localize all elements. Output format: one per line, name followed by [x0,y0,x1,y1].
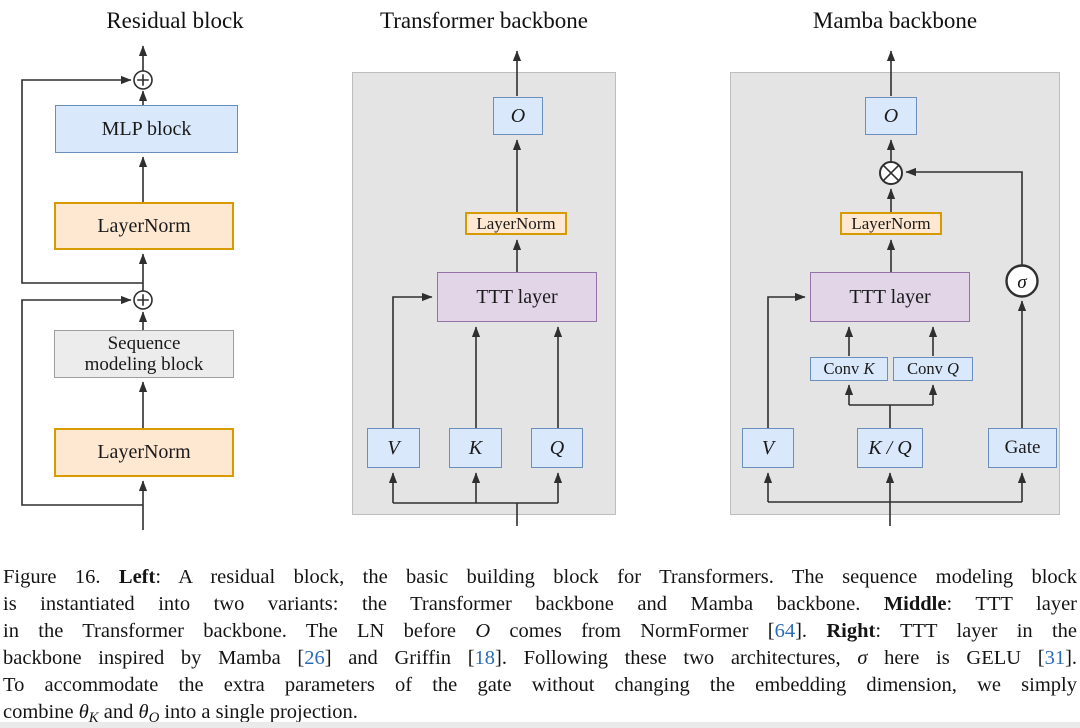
layernorm-box: LayerNorm [465,212,567,235]
transformer-connectors [388,50,563,526]
caption-line: in the Transformer backbone. The LN befo… [3,618,1077,645]
caption-line: To accommodate the extra parameters of t… [3,672,1077,699]
sigma-label: σ [1017,272,1027,293]
caption-segment: θ [138,701,149,723]
caption-segment: ]. [1065,647,1078,669]
citation-link[interactable]: 64 [774,620,796,642]
caption-segment: Figure 16. [3,566,119,588]
caption-segment: Right [826,620,876,642]
v-box: V [367,428,420,468]
caption-segment: : TTT layer in the [875,620,1078,642]
mlp-block-box: MLP block [55,105,238,153]
sequence-modeling-label: Sequence modeling block [84,332,204,375]
connector-layer: σ [21,45,1039,530]
add-icon [133,70,153,90]
gate-box: Gate [988,428,1057,468]
caption-line: is instantiated into two variants: the T… [3,591,1077,618]
layernorm-box: LayerNorm [54,202,234,250]
caption-segment: comes from NormFormer [ [490,620,775,642]
output-box: O [493,97,543,135]
figure-caption: Figure 16. Left: A residual block, the b… [3,564,1077,728]
caption-segment: Q [148,710,160,727]
residual-title: Residual block [106,8,244,33]
residual-connectors [21,45,153,530]
k-box: K [449,428,502,468]
caption-segment: θ [78,701,89,723]
conv-k-box: Conv K [810,357,888,381]
output-box: O [865,97,917,135]
ttt-layer-box: TTT layer [810,272,970,322]
citation-link[interactable]: 26 [304,647,325,669]
caption-segment: into a single projection. [159,701,358,723]
transformer-title: Transformer backbone [379,8,588,33]
caption-segment: backbone inspired by Mamba [ [3,647,305,669]
kq-box: K / Q [857,428,923,468]
caption-segment: here is GELU [ [867,647,1045,669]
caption-segment: is instantiated into two variants: the T… [3,593,884,615]
multiply-icon [879,161,903,185]
caption-segment: σ [857,647,868,669]
caption-segment: ] and Griffin [ [324,647,475,669]
caption-line: Figure 16. Left: A residual block, the b… [3,564,1077,591]
caption-segment: ]. Following these two architectures, [495,647,858,669]
caption-segment: combine [3,701,79,723]
caption-segment: and [98,701,139,723]
caption-segment: ]. [795,620,827,642]
layernorm-box: LayerNorm [54,428,234,477]
mamba-title: Mamba backbone [812,8,978,33]
caption-segment: Left [118,566,156,588]
sigma-gate-icon: σ [1005,264,1039,298]
caption-segment: Middle [883,593,947,615]
v-box: V [742,428,794,468]
caption-segment: : A residual block, the basic building b… [155,566,1077,588]
citation-link[interactable]: 18 [474,647,496,669]
ttt-layer-box: TTT layer [437,272,597,322]
caption-line: backbone inspired by Mamba [26] and Grif… [3,645,1077,672]
conv-q-box: Conv Q [893,357,973,381]
caption-segment: in the Transformer backbone. The LN befo… [3,620,476,642]
add-icon [133,290,153,310]
mamba-connectors: σ [763,50,1039,526]
caption-line: combine θK and θQ into a single projecti… [3,699,1077,728]
layernorm-box: LayerNorm [840,212,942,235]
page-edge-bar [0,722,1080,728]
q-box: Q [531,428,583,468]
caption-segment: O [475,620,491,642]
citation-link[interactable]: 31 [1044,647,1066,669]
sequence-modeling-box: Sequence modeling block [54,330,234,378]
caption-segment: K [88,710,99,727]
caption-segment: To accommodate the extra parameters of t… [3,674,1077,696]
caption-segment: : TTT layer [946,593,1077,615]
